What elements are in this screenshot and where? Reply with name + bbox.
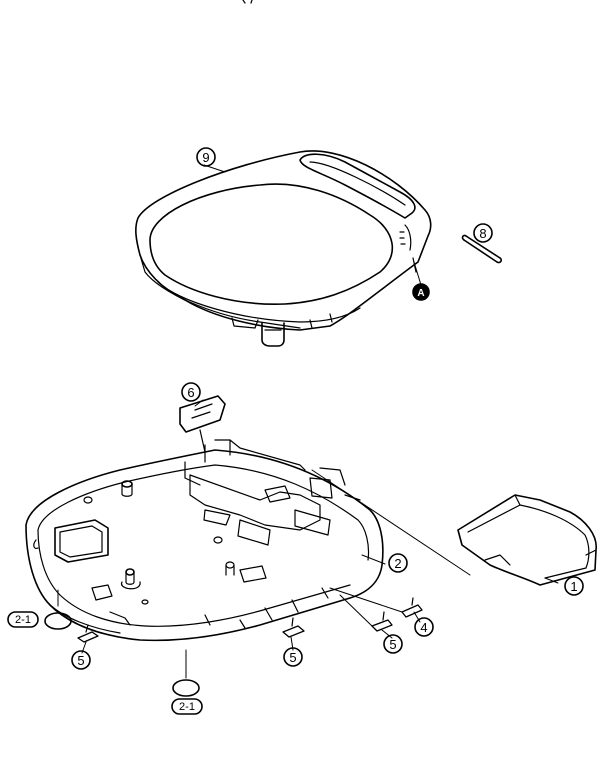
callout-label: 8 [479,226,486,241]
callout-label: A [417,288,424,299]
callout-label: 5 [289,650,296,665]
base-part [25,439,384,642]
callout-label: 2-1 [15,614,31,626]
callout-4: 4 [414,617,434,637]
callout-label: 5 [77,653,84,668]
side-panel-part [457,494,597,586]
callout-8: 8 [473,223,493,243]
callout-9: 9 [196,147,216,167]
callout-5-middle: 5 [283,647,303,667]
cap-parts [44,612,200,697]
bracket-part [179,395,226,453]
callout-1: 1 [564,576,584,596]
top-mark [242,0,253,4]
callout-2: 2 [388,553,408,573]
callout-2-1-bottom: 2-1 [171,698,203,715]
callout-label: 1 [570,579,577,594]
callout-2-1-left: 2-1 [7,611,39,628]
callout-label: 6 [187,385,194,400]
top-cover-part [135,150,432,347]
callout-label: 9 [202,150,209,165]
callout-label: 4 [420,620,427,635]
callout-5-left: 5 [71,650,91,670]
callout-6: 6 [181,382,201,402]
callout-label: 5 [389,637,396,652]
callout-A: A [412,283,430,301]
callout-5-right: 5 [383,634,403,654]
callout-label: 2-1 [179,701,195,713]
clip-parts [77,597,423,643]
callout-label: 2 [394,556,401,571]
